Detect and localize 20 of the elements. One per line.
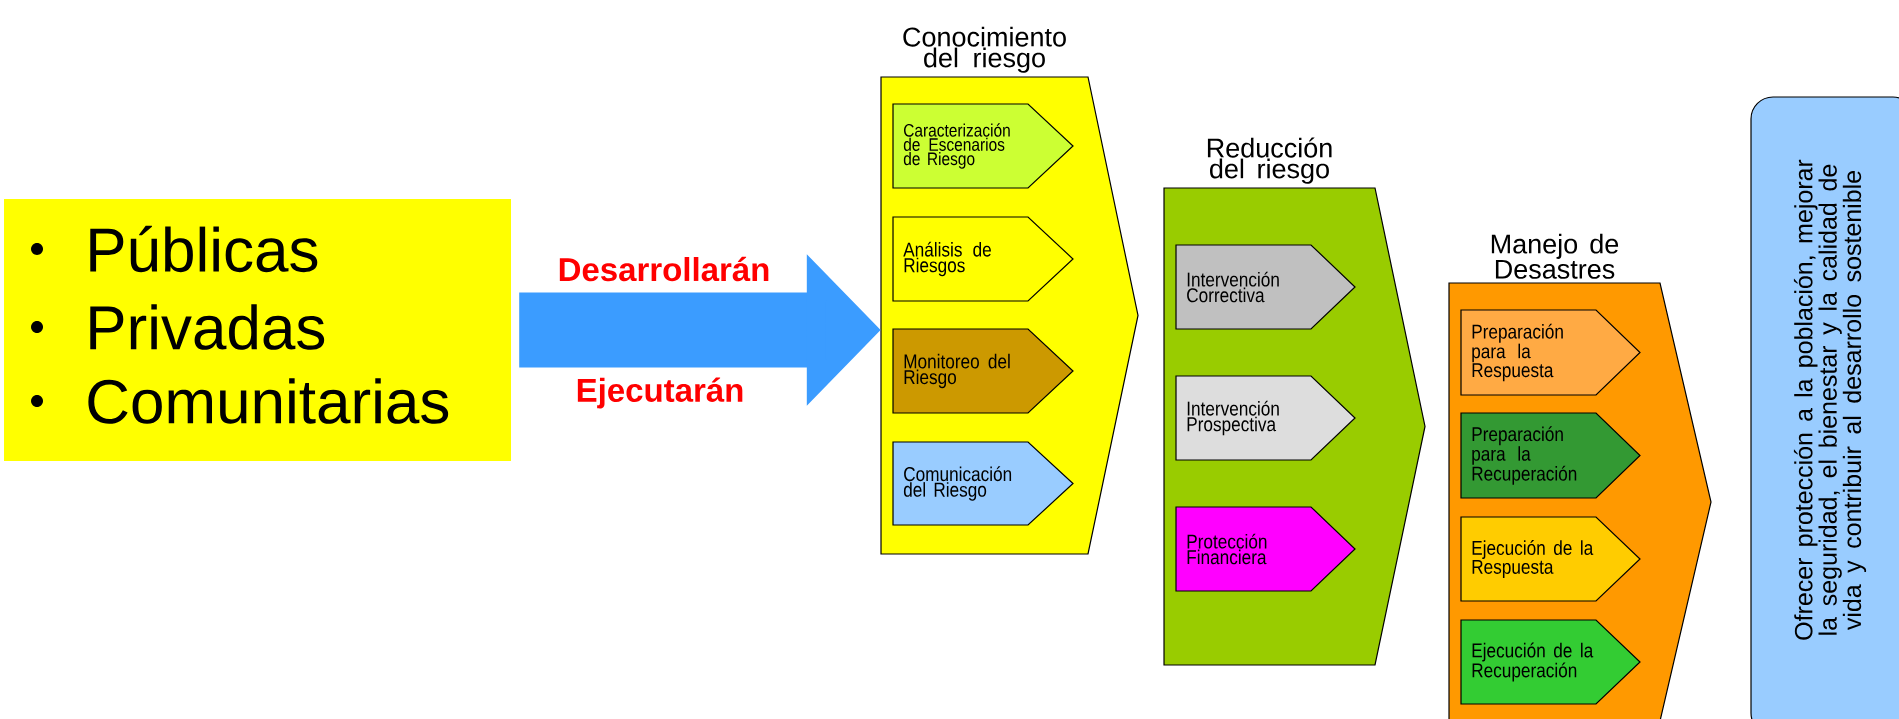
list-item: Privadas bbox=[31, 304, 325, 350]
chevron-box: Protección Financiera bbox=[1175, 506, 1356, 592]
list-box bbox=[4, 199, 511, 461]
panel-heading: Conocimiento del riesgo bbox=[903, 26, 1066, 73]
list-item: Comunitarias bbox=[31, 378, 449, 424]
chevron-box: Análisis de Riesgos bbox=[892, 216, 1074, 302]
list-item: Públicas bbox=[31, 225, 318, 273]
chevron-box: Preparación para la Recuperación bbox=[1460, 412, 1641, 499]
chevron-box: Ejecución de la Respuesta bbox=[1460, 516, 1641, 602]
arrow-label: Ejecutarán bbox=[577, 377, 743, 409]
panel-heading: Manejo de Desastres bbox=[1491, 233, 1619, 279]
chevron-box: Intervención Prospectiva bbox=[1175, 375, 1356, 461]
edge-label: Desarrollarán bbox=[556, 255, 772, 283]
chevron-box: Intervención Correctiva bbox=[1175, 244, 1356, 330]
rounded-box: Ofrecer protección a la población, mejorar la seguridad, el bienestar y la calidad de vida y contribuir al desarrollo sostenible bbox=[1750, 96, 1899, 719]
chevron-box: Caracterización de Escenarios de Riesgo bbox=[892, 103, 1074, 189]
chevron-box: Ejecución de la Recuperación bbox=[1460, 619, 1641, 705]
chevron-box: Monitoreo del Riesgo bbox=[892, 328, 1074, 414]
chevron-box: Comunicación del Riesgo bbox=[892, 441, 1074, 526]
panel-heading: Reducción del riesgo bbox=[1207, 137, 1332, 184]
